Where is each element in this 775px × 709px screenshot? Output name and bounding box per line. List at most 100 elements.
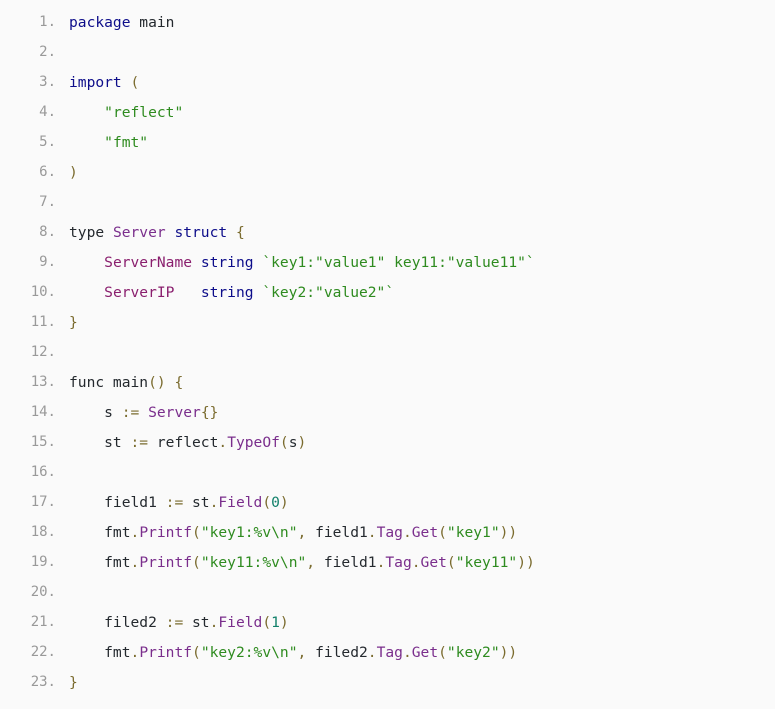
code-token: ServerIP	[104, 283, 175, 301]
line-number: 11.	[30, 314, 56, 330]
code-token: fmt	[69, 523, 131, 541]
code-token: )	[279, 493, 289, 511]
code-token: Get	[420, 553, 447, 571]
code-token: .	[218, 433, 228, 451]
code-token: filed2	[69, 613, 166, 631]
code-token: type	[69, 223, 113, 241]
code-token: Get	[411, 643, 439, 661]
code-token: string	[200, 253, 254, 271]
code-token: `key2:"value2"`	[262, 283, 395, 301]
code-token: .	[209, 613, 219, 631]
code-token: ()	[148, 373, 166, 391]
code-token: :=	[165, 493, 184, 511]
code-token: ServerName	[104, 253, 193, 271]
code-token	[227, 224, 236, 241]
code-token: Printf	[139, 643, 193, 661]
code-token: "fmt"	[104, 133, 149, 151]
code-text: }	[56, 674, 78, 691]
line-number: 21.	[30, 614, 56, 630]
code-text: ServerIP string `key2:"value2"`	[56, 284, 394, 301]
code-token: fmt	[69, 643, 131, 661]
code-token: Get	[411, 523, 439, 541]
code-text: field1 := st.Field(0)	[56, 494, 289, 511]
code-line: 15. st := reflect.TypeOf(s)	[0, 427, 775, 457]
code-line: 7.	[0, 187, 775, 217]
code-token	[139, 404, 148, 421]
line-number: 16.	[30, 464, 56, 480]
code-line: 8.type Server struct {	[0, 217, 775, 247]
code-token: "key2:%v\n"	[200, 643, 298, 661]
code-token: package	[69, 13, 131, 31]
code-token	[69, 134, 104, 151]
line-number: 17.	[30, 494, 56, 510]
code-token: (	[192, 553, 201, 571]
line-number: 14.	[30, 404, 56, 420]
code-text: fmt.Printf("key1:%v\n", field1.Tag.Get("…	[56, 524, 517, 541]
code-token: .	[367, 523, 377, 541]
code-token	[69, 284, 104, 301]
code-token: "key2"	[446, 643, 500, 661]
code-token: (	[130, 73, 140, 91]
code-line: 16.	[0, 457, 775, 487]
code-line: 6.)	[0, 157, 775, 187]
code-line: 5. "fmt"	[0, 127, 775, 157]
code-token	[69, 104, 104, 121]
code-line: 13.func main() {	[0, 367, 775, 397]
code-token: )	[69, 163, 78, 181]
code-token: }	[69, 673, 78, 691]
code-token: TypeOf	[227, 433, 280, 451]
code-line: 11.}	[0, 307, 775, 337]
code-token: ,	[297, 643, 307, 661]
code-token: (	[262, 493, 272, 511]
code-text: "fmt"	[56, 134, 148, 151]
code-token: (	[438, 523, 447, 541]
code-token: field1	[306, 523, 368, 541]
code-token: Printf	[139, 523, 193, 541]
code-text: )	[56, 164, 78, 181]
code-line: 12.	[0, 337, 775, 367]
code-token: s	[288, 433, 298, 451]
line-number: 18.	[30, 524, 56, 540]
code-token: .	[411, 553, 421, 571]
code-text: fmt.Printf("key11:%v\n", field1.Tag.Get(…	[56, 554, 535, 571]
code-token: `key1:"value1" key11:"value11"`	[262, 253, 535, 271]
code-token: struct	[174, 223, 228, 241]
line-number: 12.	[30, 344, 56, 360]
line-number: 2.	[39, 44, 56, 60]
code-token: filed2	[306, 643, 368, 661]
code-text: }	[56, 314, 78, 331]
code-line: 22. fmt.Printf("key2:%v\n", filed2.Tag.G…	[0, 637, 775, 667]
code-line: 3.import (	[0, 67, 775, 97]
code-token	[174, 284, 200, 301]
code-token: .	[402, 643, 412, 661]
code-token: .	[376, 553, 386, 571]
code-token: :=	[165, 613, 184, 631]
code-text: type Server struct {	[56, 224, 245, 241]
code-token: string	[200, 283, 254, 301]
code-token: {}	[200, 403, 219, 421]
code-token: Server	[148, 403, 201, 421]
code-token: ,	[306, 553, 316, 571]
code-token	[192, 254, 201, 271]
code-line: 23.}	[0, 667, 775, 697]
code-token: (	[446, 553, 456, 571]
code-token: (	[192, 523, 201, 541]
code-token: )	[297, 433, 307, 451]
code-line: 17. field1 := st.Field(0)	[0, 487, 775, 517]
code-line: 1.package main	[0, 7, 775, 37]
code-token	[254, 284, 263, 301]
code-text: "reflect"	[56, 104, 183, 121]
code-token: reflect	[148, 433, 219, 451]
code-token: st	[69, 433, 131, 451]
line-number: 8.	[39, 224, 56, 240]
code-token: .	[367, 643, 377, 661]
code-line: 21. filed2 := st.Field(1)	[0, 607, 775, 637]
code-token	[69, 254, 104, 271]
code-token: .	[209, 493, 219, 511]
code-token: field1	[315, 553, 377, 571]
line-number: 20.	[30, 584, 56, 600]
code-token: st	[183, 613, 210, 631]
code-token: .	[402, 523, 412, 541]
code-token: Printf	[139, 553, 193, 571]
